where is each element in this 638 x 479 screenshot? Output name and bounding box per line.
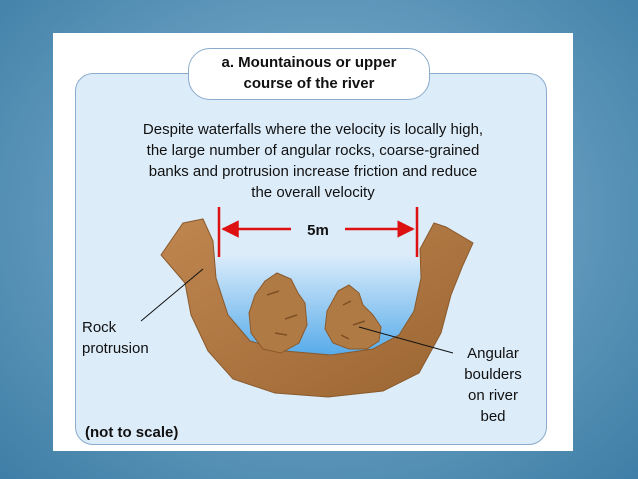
description-line-2: the large number of angular rocks, coars… — [146, 142, 480, 159]
angular-boulders-label-line-4: bed — [480, 408, 506, 425]
angular-boulders-label-line-1: Angular — [467, 345, 519, 362]
width-label: 5m — [307, 222, 329, 239]
rock-protrusion-label: Rock protrusion — [82, 317, 182, 359]
not-to-scale-label: (not to scale) — [85, 424, 179, 441]
boulder-texture — [266, 290, 366, 340]
river-channel-diagram: 5m — [140, 207, 474, 398]
angular-boulder-left — [248, 272, 308, 354]
angular-boulders-label: Angular boulders on river bed — [453, 343, 533, 427]
title-line-2: course of the river — [243, 75, 375, 92]
rock-protrusion-leader — [140, 268, 204, 322]
description: Despite waterfalls where the velocity is… — [95, 119, 531, 203]
angular-boulder-right — [324, 284, 382, 350]
title-line-1: a. Mountainous or upper — [221, 54, 397, 71]
rock-protrusion-label-line-1: Rock — [82, 319, 117, 336]
angular-boulders-label-line-3: on river — [467, 387, 519, 404]
slide: a. Mountainous or upper course of the ri… — [53, 33, 573, 451]
boulders-leader — [358, 326, 454, 354]
description-line-4: the overall velocity — [251, 184, 375, 201]
description-line-3: banks and protrusion increase friction a… — [148, 163, 478, 180]
rock-protrusion-label-line-2: protrusion — [82, 340, 149, 357]
title-box: a. Mountainous or upper course of the ri… — [188, 48, 430, 100]
river-bank — [160, 218, 474, 398]
description-line-1: Despite waterfalls where the velocity is… — [142, 121, 484, 138]
angular-boulders-label-line-2: boulders — [464, 366, 522, 383]
